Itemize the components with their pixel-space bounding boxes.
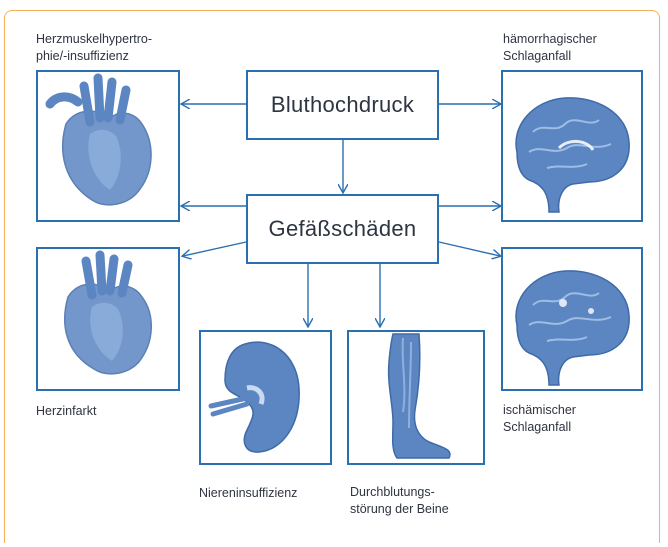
label-legs: Durchblutungs- störung der Beine: [350, 484, 449, 518]
label-ischemic: ischämischer Schlaganfall: [503, 402, 576, 436]
arrow-gefaess-to-ischemic: [439, 242, 500, 256]
label-hypertrophy: Herzmuskelhypertro- phie/-insuffizienz: [36, 31, 152, 65]
brain-icon: [503, 249, 641, 389]
kidney-icon: [201, 332, 330, 463]
panel-brain-ischemic: [501, 247, 643, 391]
heart-icon: [38, 72, 178, 220]
heart-icon: [38, 249, 178, 389]
node-bluthochdruck-label: Bluthochdruck: [248, 72, 437, 138]
label-kidney: Niereninsuffizienz: [199, 485, 297, 502]
arrow-gefaess-to-infarct: [183, 242, 246, 256]
panel-heart-infarct: [36, 247, 180, 391]
panel-leg: [347, 330, 485, 465]
panel-kidney: [199, 330, 332, 465]
node-gefaessschaeden: Gefäßschäden: [246, 194, 439, 264]
panel-heart-hypertrophy: [36, 70, 180, 222]
node-gefaessschaeden-label: Gefäßschäden: [248, 196, 437, 262]
leg-icon: [349, 332, 483, 463]
panel-brain-hemorrhagic: [501, 70, 643, 222]
brain-icon: [503, 72, 641, 220]
label-hemorrhagic: hämorrhagischer Schlaganfall: [503, 31, 597, 65]
node-bluthochdruck: Bluthochdruck: [246, 70, 439, 140]
label-infarct: Herzinfarkt: [36, 403, 96, 420]
